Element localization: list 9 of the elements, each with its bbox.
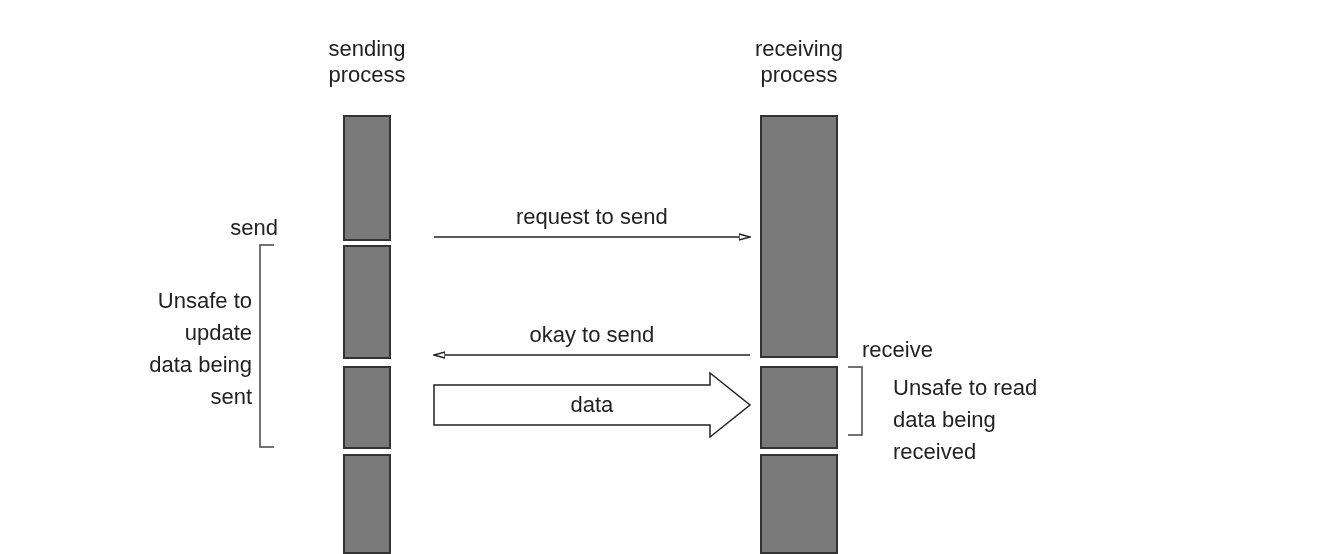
lifeline-heading: receiving process (753, 36, 844, 88)
lifeline-heading: sending process (327, 36, 407, 88)
annotation-text: Unsafe to update data being sent (148, 287, 252, 411)
annotation-text: send (229, 214, 278, 242)
annotation-text: receive (862, 336, 934, 364)
annotation-text: Unsafe to read data being received (893, 374, 1039, 466)
message-arrow (433, 351, 751, 359)
message-arrow (433, 233, 751, 241)
block-arrow (433, 371, 752, 439)
